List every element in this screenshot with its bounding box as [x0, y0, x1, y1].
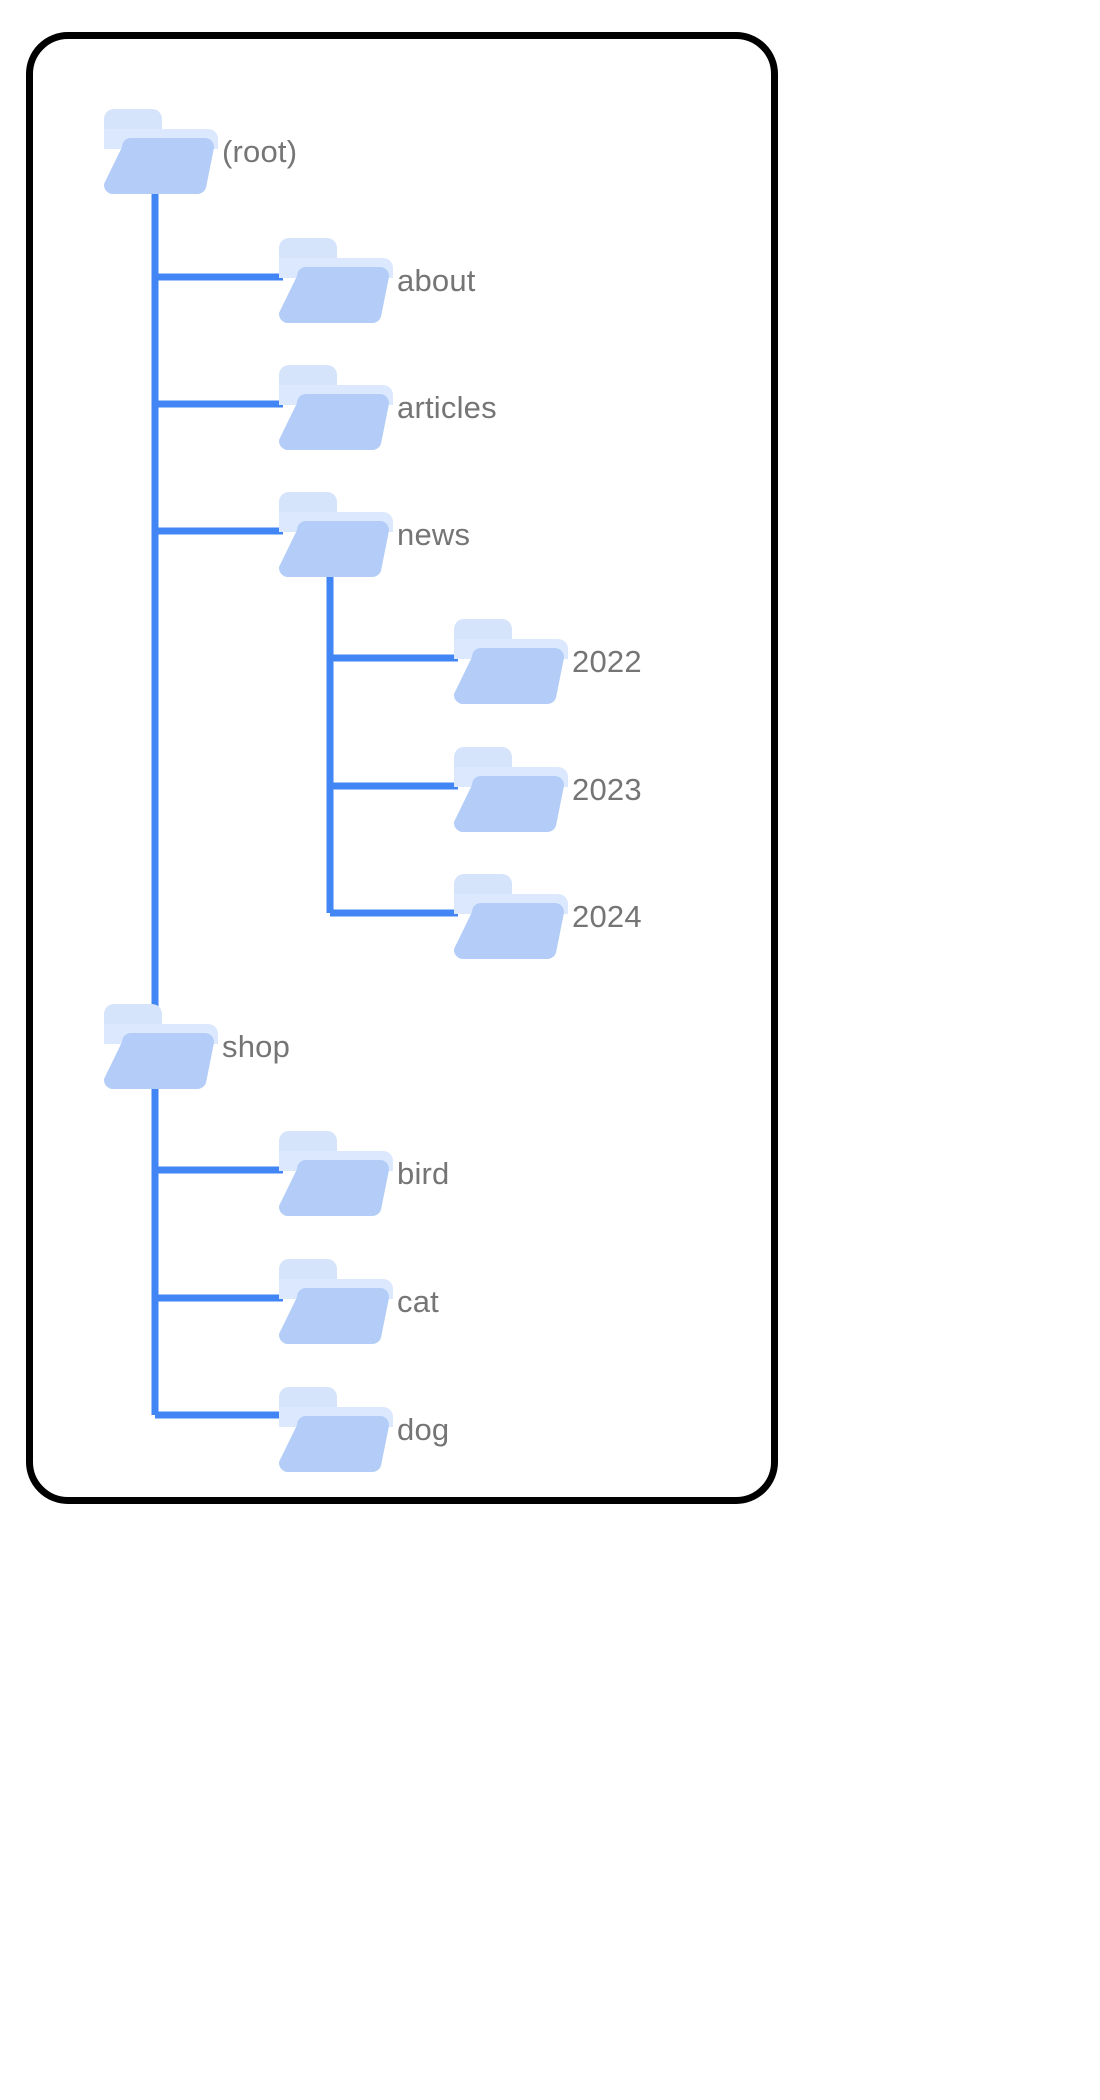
tree-node-label: 2023	[572, 771, 642, 807]
folder-icon	[275, 1383, 397, 1475]
tree-node-root[interactable]: (root)	[100, 105, 297, 197]
folder-icon	[100, 105, 222, 197]
tree-node-label: 2022	[572, 643, 642, 679]
tree-node-label: 2024	[572, 898, 642, 934]
folder-icon	[275, 488, 397, 580]
diagram-card	[26, 32, 778, 1504]
folder-icon	[450, 870, 572, 962]
tree-node-2022[interactable]: 2022	[450, 615, 642, 707]
tree-node-label: articles	[397, 389, 497, 425]
folder-icon	[450, 743, 572, 835]
tree-node-cat[interactable]: cat	[275, 1255, 439, 1347]
tree-node-2023[interactable]: 2023	[450, 743, 642, 835]
folder-icon	[275, 234, 397, 326]
tree-node-articles[interactable]: articles	[275, 361, 497, 453]
tree-node-dog[interactable]: dog	[275, 1383, 449, 1475]
folder-icon	[275, 361, 397, 453]
tree-node-label: shop	[222, 1028, 291, 1064]
tree-node-about[interactable]: about	[275, 234, 476, 326]
tree-node-2024[interactable]: 2024	[450, 870, 642, 962]
tree-node-label: bird	[397, 1155, 450, 1191]
tree-node-news[interactable]: news	[275, 488, 470, 580]
tree-node-bird[interactable]: bird	[275, 1127, 450, 1219]
tree-node-label: news	[397, 516, 471, 552]
tree-node-label: dog	[397, 1411, 450, 1447]
folder-icon	[100, 1000, 222, 1092]
folder-icon	[275, 1255, 397, 1347]
tree-node-label: cat	[397, 1283, 439, 1319]
tree-node-shop[interactable]: shop	[100, 1000, 290, 1092]
tree-node-label: about	[397, 262, 476, 298]
folder-icon	[450, 615, 572, 707]
folder-icon	[275, 1127, 397, 1219]
tree-node-label: (root)	[222, 133, 298, 169]
